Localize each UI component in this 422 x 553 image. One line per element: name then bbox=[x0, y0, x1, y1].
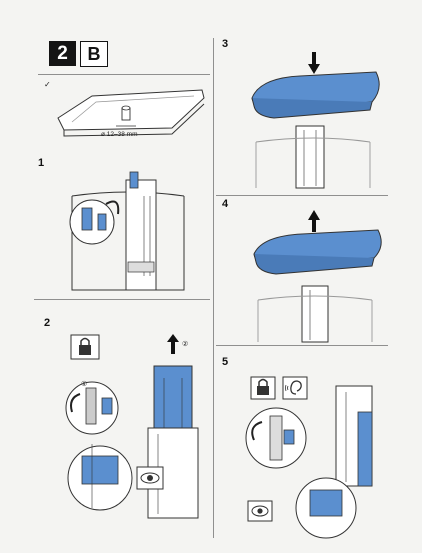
step4-illustration bbox=[253, 229, 382, 343]
divider-right-mid bbox=[216, 345, 388, 346]
check-mark: ✓ bbox=[44, 80, 51, 89]
lock-icon-step5 bbox=[250, 376, 276, 400]
divider-vertical bbox=[213, 38, 214, 538]
step-number-4: 4 bbox=[222, 198, 229, 210]
arrow-up-icon-step4 bbox=[308, 210, 320, 232]
step-number-5: 5 bbox=[222, 356, 229, 368]
ear-icon bbox=[282, 376, 308, 400]
divider-left-mid bbox=[34, 299, 210, 300]
dimension-label: ø 12–38 mm bbox=[101, 131, 138, 138]
step2-illustration bbox=[65, 365, 199, 519]
step2-order-1: ① bbox=[81, 381, 88, 388]
step-number-2: 2 bbox=[44, 317, 51, 329]
step3-illustration bbox=[251, 71, 380, 189]
lid-hole-illustration bbox=[57, 89, 205, 137]
step1-illustration bbox=[69, 171, 185, 291]
arrow-down-icon bbox=[308, 52, 320, 74]
divider-right-top bbox=[216, 195, 388, 196]
arrow-up-icon bbox=[167, 334, 179, 354]
divider-top-left bbox=[38, 74, 210, 75]
lock-icon bbox=[70, 334, 100, 360]
variant-badge: B bbox=[80, 41, 108, 67]
step-number-1: 1 bbox=[38, 157, 45, 169]
step-badge: 2 bbox=[49, 41, 76, 66]
step-number-3: 3 bbox=[222, 38, 229, 50]
step2-order-2: ② bbox=[182, 341, 189, 348]
eye-icon-step5 bbox=[247, 500, 273, 522]
step5-illustration bbox=[245, 385, 373, 539]
eye-icon bbox=[136, 466, 164, 490]
